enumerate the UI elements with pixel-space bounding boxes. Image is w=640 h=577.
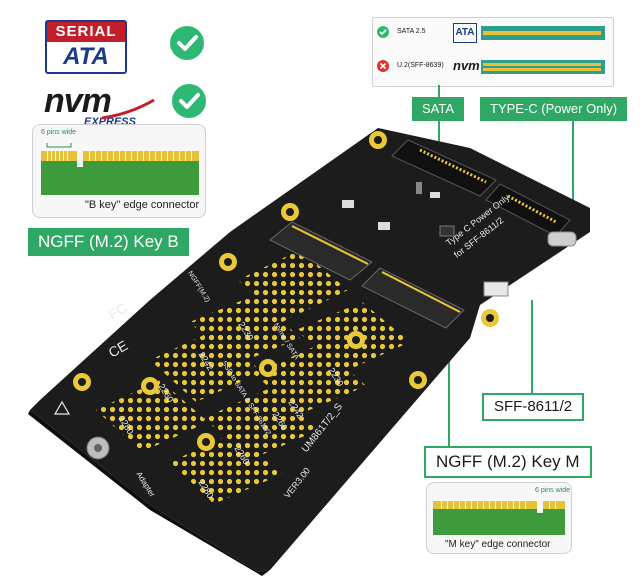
- sata-logo-top: SERIAL: [47, 22, 125, 42]
- sff-callout: SFF-8611/2: [482, 393, 585, 421]
- ngff-key-m-callout: NGFF (M.2) Key M: [424, 446, 592, 478]
- sata-connector-icon: [481, 26, 605, 40]
- b-key-pin-note: 6 pins wide: [41, 129, 77, 136]
- sata-callout: SATA: [412, 97, 465, 121]
- compat-row1-logo: ATA: [453, 23, 477, 43]
- m-key-caption: "M key" edge connector: [445, 539, 551, 550]
- compat-x-icon: [377, 60, 389, 72]
- m-key-pin-note: 6 pins wide: [535, 487, 571, 494]
- m-key-card: 6 pins wide "M key" edge connector: [426, 482, 572, 554]
- compat-row1-label: SATA 2.5: [397, 28, 426, 35]
- compatibility-panel: SATA 2.5 ATA U.2(SFF-8639) nvm: [372, 17, 614, 87]
- sff-callout-line: [531, 300, 533, 393]
- serial-ata-logo: SERIAL ATA: [45, 20, 127, 74]
- b-key-card: 6 pins wide "B key" edge connector: [32, 124, 206, 218]
- sata-callout-line-down: [438, 121, 440, 149]
- m-key-connector-icon: [433, 497, 565, 535]
- sata-check-icon: [170, 26, 204, 60]
- type-c-callout-line: [572, 121, 574, 231]
- type-c-callout: TYPE-C (Power Only): [480, 97, 628, 121]
- nvm-swoosh-icon: [101, 98, 155, 120]
- b-key-connector-icon: [41, 143, 199, 195]
- b-key-caption: "B key" edge connector: [85, 199, 200, 211]
- compat-row2-label: U.2(SFF-8639): [397, 62, 444, 69]
- key-m-callout-line: [448, 320, 450, 446]
- svg-text:FC: FC: [106, 299, 130, 322]
- sata-callout-line: [438, 85, 440, 97]
- nvm-express-logo: nvm: [44, 82, 112, 120]
- nvme-check-icon: [172, 84, 206, 118]
- compat-check-icon: [377, 26, 389, 38]
- u2-connector-icon: [481, 60, 605, 74]
- sata-logo-bottom: ATA: [63, 43, 109, 70]
- compat-row2-logo: nvm: [453, 58, 480, 73]
- ngff-key-b-callout: NGFF (M.2) Key B: [28, 228, 189, 256]
